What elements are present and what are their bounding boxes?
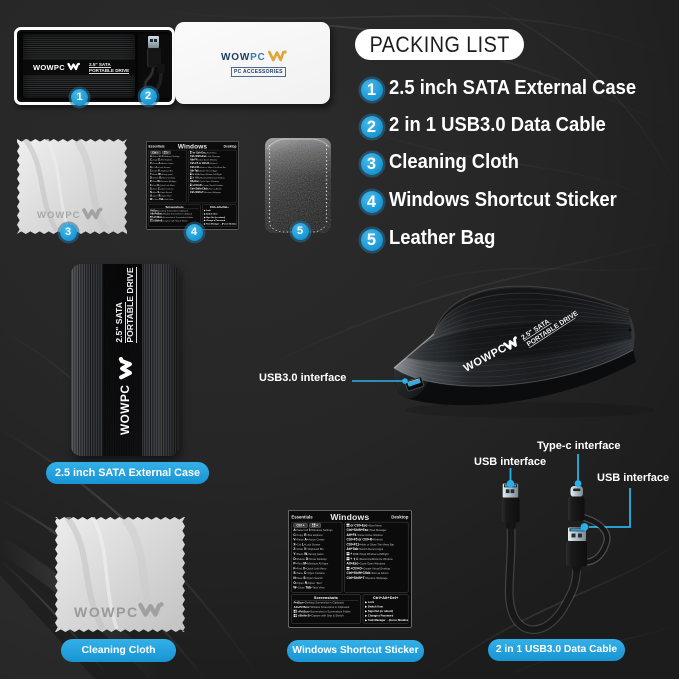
svg-text:WOWPC: WOWPC <box>37 210 81 221</box>
svg-text:WOWPC: WOWPC <box>74 604 139 620</box>
